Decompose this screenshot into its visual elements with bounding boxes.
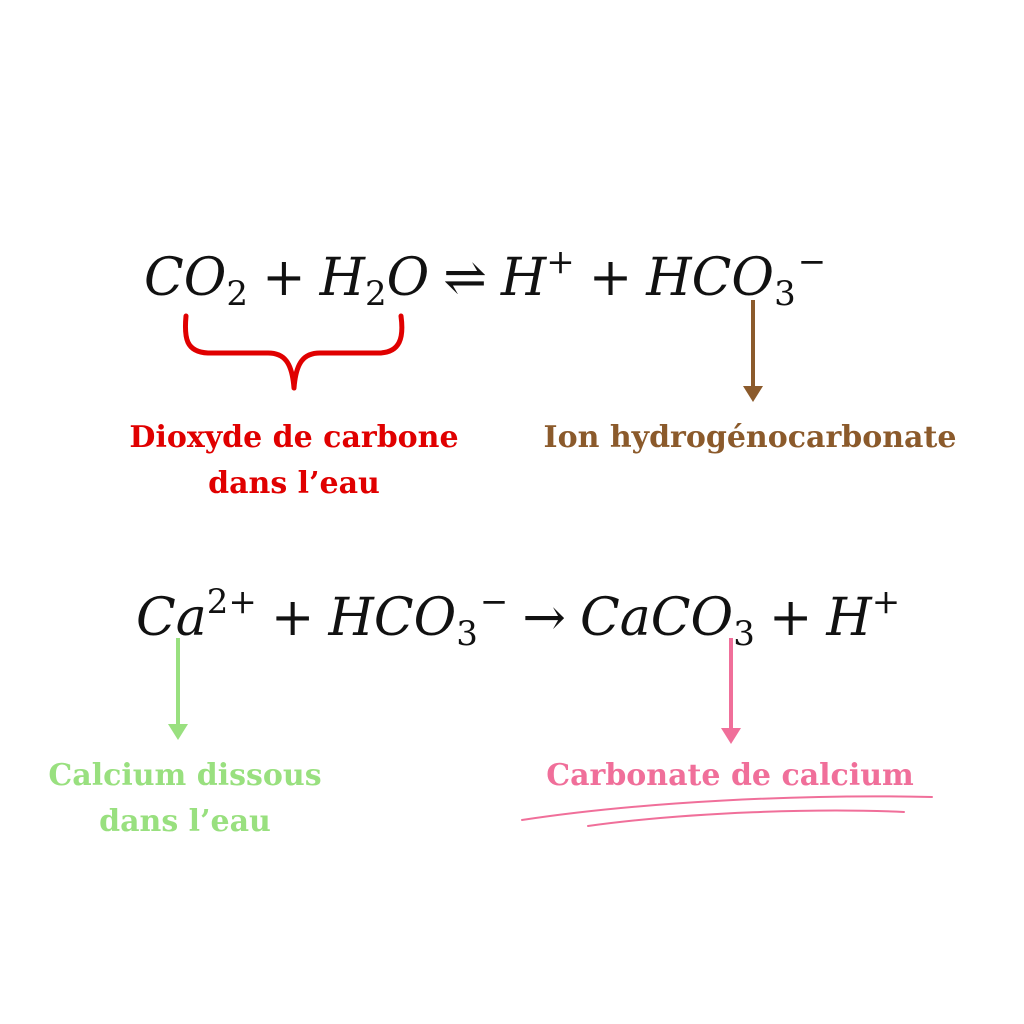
label-co2-in-water: Dioxyde de carbone dans l’eau xyxy=(94,415,494,507)
formula-h-plus: H+ xyxy=(500,242,575,308)
label-line: Calcium dissous xyxy=(48,758,322,793)
formula-hco3: HCO3− xyxy=(646,242,827,314)
formula-hco3: HCO3− xyxy=(328,582,509,654)
formula-co2: CO2 xyxy=(144,248,249,314)
label-line: dans l’eau xyxy=(208,466,380,501)
plus-sign: + xyxy=(262,248,306,308)
label-line: dans l’eau xyxy=(99,804,271,839)
formula-caco3: CaCO3 xyxy=(579,588,755,654)
formula-h-plus: H+ xyxy=(826,582,901,648)
label-line: Carbonate de calcium xyxy=(546,758,914,793)
equation-calcium-carbonate: Ca2++HCO3−→CaCO3+H+ xyxy=(136,585,900,651)
plus-sign: + xyxy=(270,588,315,648)
underline-stroke xyxy=(587,809,905,827)
formula-h2o: H2O xyxy=(319,248,430,314)
underline-stroke xyxy=(521,795,933,821)
formula-ca2plus: Ca2+ xyxy=(136,582,257,648)
label-line: Dioxyde de carbone xyxy=(129,420,459,455)
label-hydrogen-carbonate-ion: Ion hydrogénocarbonate xyxy=(510,415,990,461)
plus-sign: + xyxy=(588,248,633,308)
equilibrium-arrow: ⇌ xyxy=(443,248,487,308)
label-calcium-carbonate: Carbonate de calcium xyxy=(510,753,950,799)
equation-co2-water: CO2+H2O⇌H++HCO3− xyxy=(144,245,826,311)
reaction-arrow: → xyxy=(522,588,566,648)
label-line: Ion hydrogénocarbonate xyxy=(543,420,957,455)
plus-sign: + xyxy=(768,588,813,648)
arrow-down-icon xyxy=(743,300,763,402)
curly-brace-icon xyxy=(182,313,405,391)
arrow-down-icon xyxy=(168,638,188,740)
label-dissolved-calcium: Calcium dissous dans l’eau xyxy=(20,753,350,845)
